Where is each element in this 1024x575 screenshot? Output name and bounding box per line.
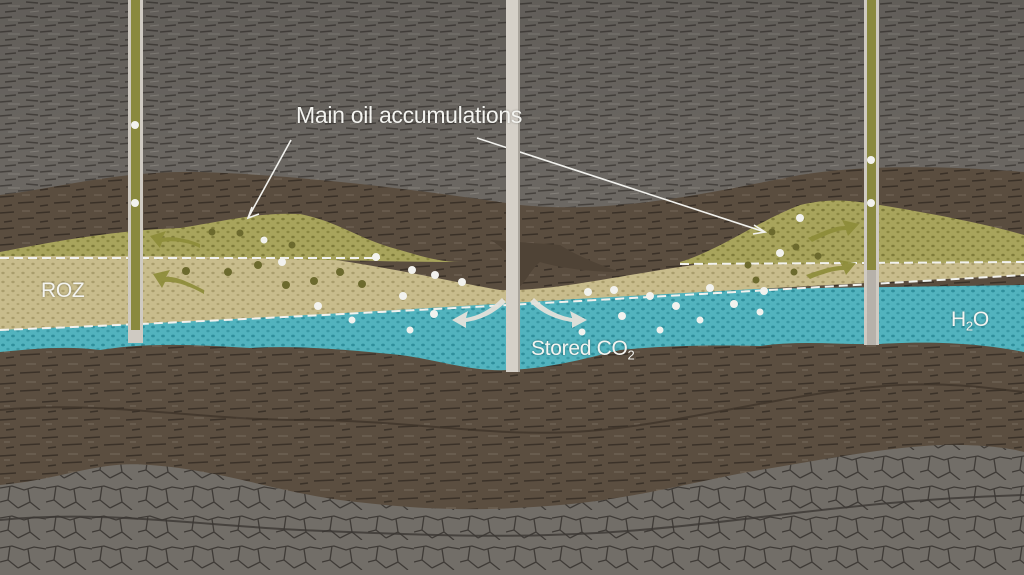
production-well-right (864, 0, 879, 345)
pointer-left (247, 139, 292, 219)
h2o-subscript: 2 (965, 318, 973, 334)
stored-co2-label: Stored CO2 (531, 337, 635, 362)
h2o-o: O (972, 308, 989, 331)
injection-well-center (506, 0, 520, 372)
stored-co2-text: Stored CO (531, 337, 628, 360)
main-oil-accumulations-label: Main oil accumulations (296, 102, 523, 128)
roz-label: ROZ (41, 279, 85, 302)
oil-droplets (182, 228, 822, 289)
co2-bubbles (260, 214, 804, 336)
production-well-left (128, 0, 143, 343)
pointer-right (476, 137, 766, 233)
stored-co2-subscript: 2 (627, 347, 635, 363)
co2-flow-arrows (452, 298, 587, 328)
h2o-label: H2O (951, 308, 989, 333)
h2o-h: H (951, 308, 966, 331)
oil-flow-arrows (150, 220, 859, 294)
